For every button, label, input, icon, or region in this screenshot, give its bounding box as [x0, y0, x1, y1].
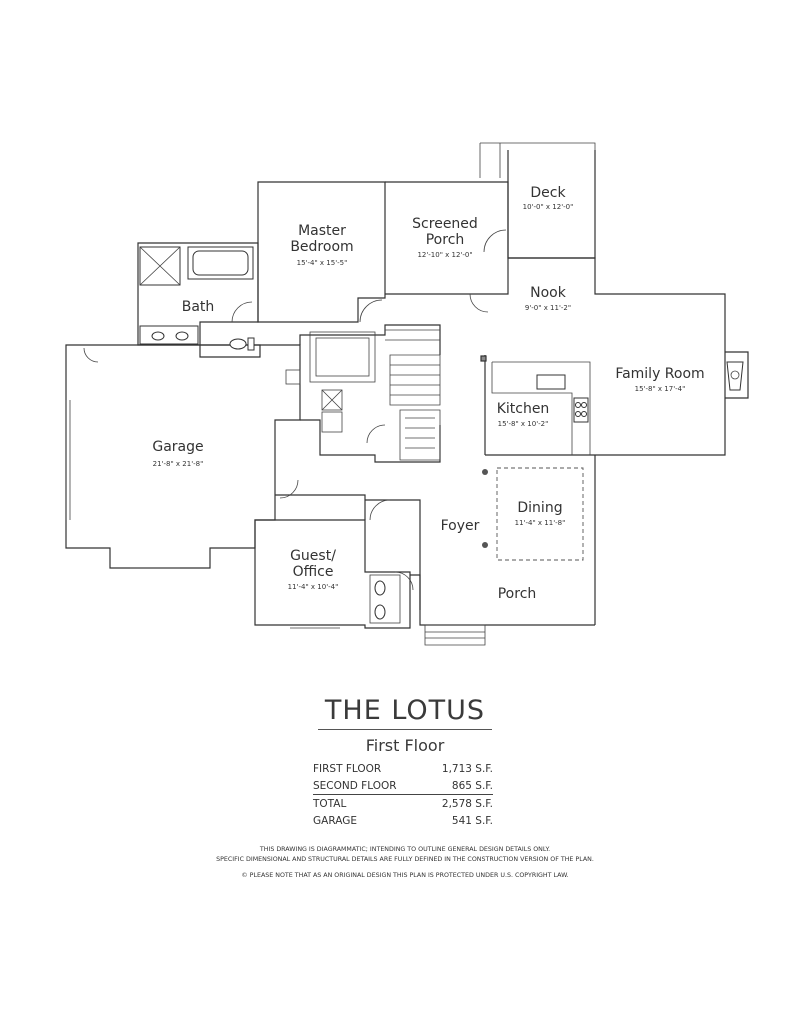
sf-label: GARAGE: [313, 814, 357, 827]
family-room-dim: 15'-8" x 17'-4": [635, 385, 686, 393]
plan-title: THE LOTUS: [324, 695, 486, 726]
sf-row-total: TOTAL 2,578 S.F.: [313, 794, 493, 812]
exterior-walls: [65, 142, 749, 629]
screened-porch-dim: 12'-10" x 12'-0": [417, 251, 472, 259]
screened-porch-label: Screened: [412, 216, 478, 232]
sf-value: 865 S.F.: [451, 779, 493, 792]
foyer-label: Foyer: [441, 518, 480, 534]
floor-subtitle: First Floor: [365, 736, 445, 755]
kitchen-dim: 15'-8" x 10'-2": [498, 420, 549, 428]
sf-value: 2,578 S.F.: [424, 794, 493, 812]
deck-label: Deck: [530, 185, 566, 201]
bath-label: Bath: [182, 299, 215, 315]
copyright-icon: ©: [241, 872, 248, 879]
nook-label: Nook: [530, 285, 567, 301]
disclaimer-notes: THIS DRAWING IS DIAGRAMMATIC; INTENDING …: [160, 845, 650, 881]
sf-row: FIRST FLOOR 1,713 S.F.: [313, 760, 493, 777]
room-labels: Master Bedroom 15'-4" x 15'-5" Screened …: [152, 185, 704, 602]
dining-dim: 11'-4" x 11'-8": [515, 519, 566, 527]
sf-label: FIRST FLOOR: [313, 762, 382, 775]
title-underline: [318, 729, 492, 730]
master-bedroom-label-2: Bedroom: [290, 239, 353, 255]
sf-label: SECOND FLOOR: [313, 779, 397, 792]
porch-label: Porch: [498, 586, 537, 602]
sf-value: 1,713 S.F.: [441, 762, 493, 775]
sf-row: GARAGE 541 S.F.: [313, 812, 493, 829]
guest-office-label: Guest/: [290, 548, 336, 564]
garage-label: Garage: [152, 439, 203, 455]
title-block: THE LOTUS First Floor: [300, 695, 510, 755]
dining-label: Dining: [517, 500, 562, 516]
kitchen-label: Kitchen: [497, 401, 550, 417]
screened-porch-label-2: Porch: [426, 232, 465, 248]
square-footage-table: FIRST FLOOR 1,713 S.F. SECOND FLOOR 865 …: [313, 760, 493, 829]
guest-office-label-2: Office: [293, 564, 334, 580]
master-bedroom-label: Master: [298, 223, 346, 239]
fixtures: [65, 229, 744, 646]
nook-dim: 9'-0" x 11'-2": [525, 304, 571, 312]
sf-value: 541 S.F.: [451, 814, 493, 827]
disclaimer-line-1: THIS DRAWING IS DIAGRAMMATIC; INTENDING …: [259, 846, 551, 853]
master-bedroom-dim: 15'-4" x 15'-5": [297, 259, 348, 267]
copyright-text: PLEASE NOTE THAT AS AN ORIGINAL DESIGN T…: [249, 872, 569, 879]
deck-dim: 10'-0" x 12'-0": [523, 203, 574, 211]
sf-row: SECOND FLOOR 865 S.F.: [313, 777, 493, 795]
copyright-note: © PLEASE NOTE THAT AS AN ORIGINAL DESIGN…: [160, 871, 650, 881]
disclaimer-line-2: SPECIFIC DIMENSIONAL AND STRUCTURAL DETA…: [216, 856, 594, 863]
guest-office-dim: 11'-4" x 10'-4": [288, 583, 339, 591]
garage-dim: 21'-8" x 21'-8": [153, 460, 204, 468]
family-room-label: Family Room: [615, 366, 704, 382]
sf-label: TOTAL: [313, 794, 425, 812]
